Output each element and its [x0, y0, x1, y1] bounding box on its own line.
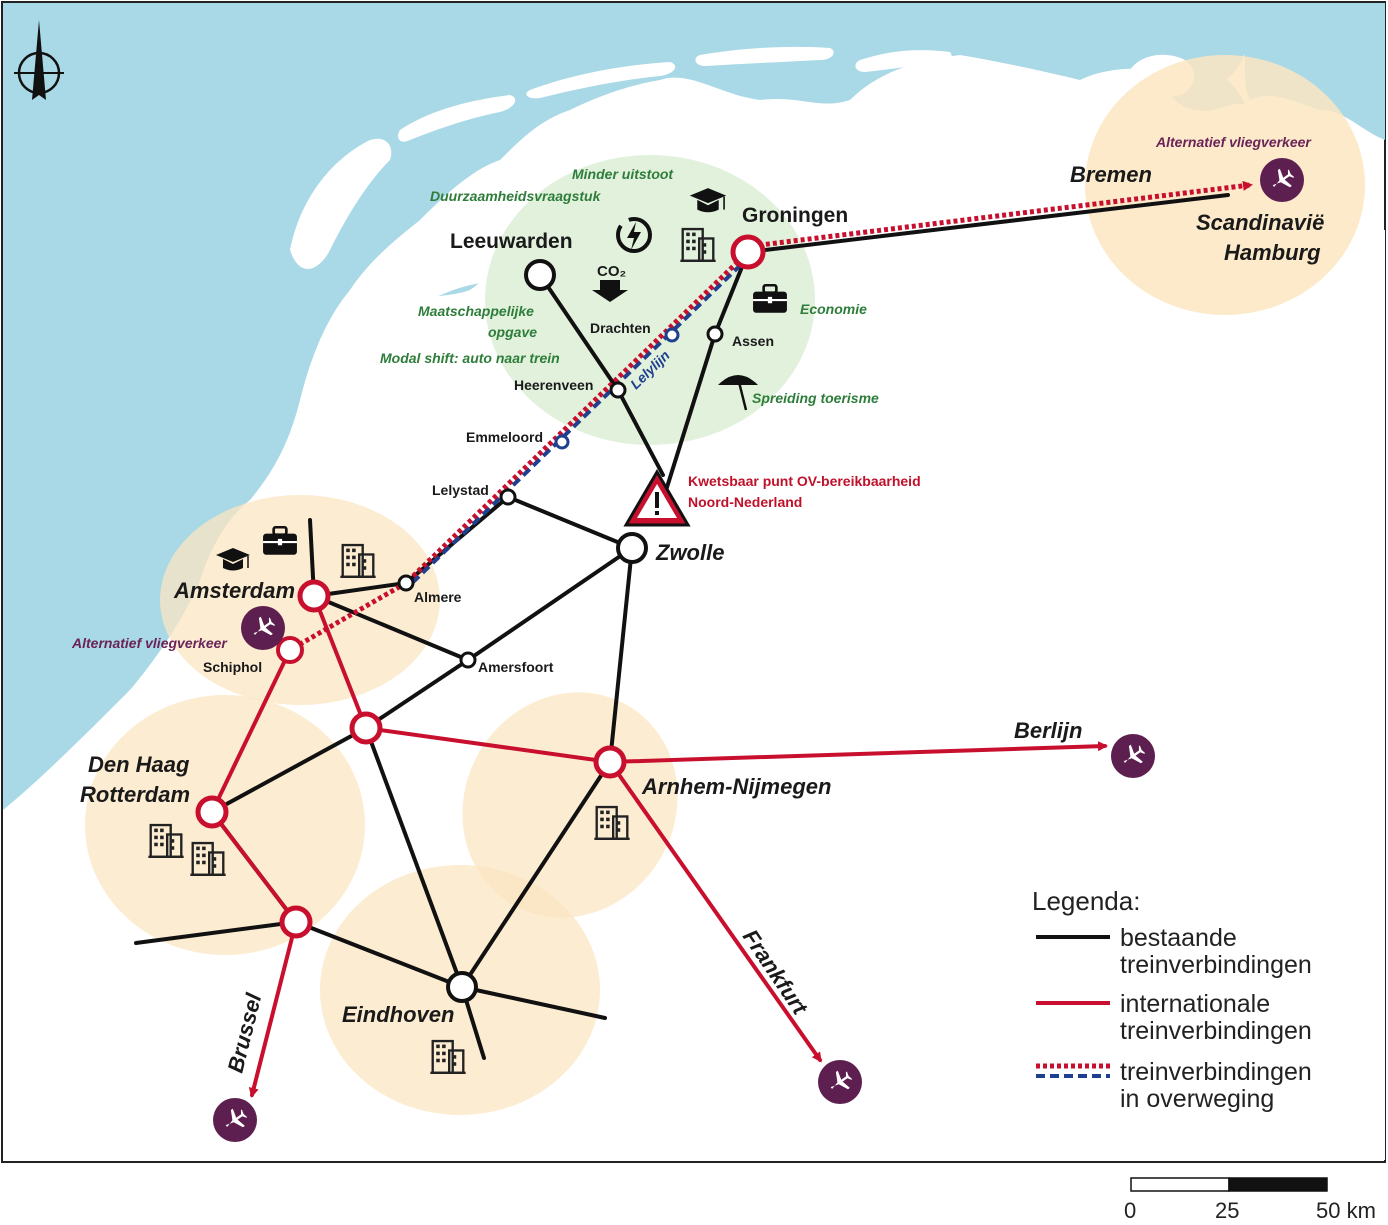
station-eindhoven	[446, 971, 478, 1003]
label-minder-uitstoot: Minder uitstoot	[572, 166, 674, 182]
umbrella-icon	[718, 375, 758, 411]
airplane-icon	[1260, 158, 1304, 202]
label-lelystad: Lelystad	[432, 482, 489, 498]
legend-considered-2: in overweging	[1120, 1085, 1274, 1113]
label-maatschappelijk-1: Maatschappelijke	[418, 303, 534, 319]
scale-label-end: 50 km	[1316, 1198, 1376, 1223]
label-maatschappelijk-2: opgave	[488, 324, 537, 340]
existing-rail-lines	[134, 193, 1230, 1060]
airplane-icon	[241, 606, 285, 650]
label-toerisme: Spreiding toerisme	[752, 390, 879, 406]
airplane-icon	[818, 1060, 862, 1104]
scale-segment-white	[1130, 1177, 1230, 1192]
label-bremen: Bremen	[1070, 162, 1152, 187]
label-groningen: Groningen	[742, 204, 848, 227]
label-emmeloord: Emmeloord	[466, 429, 543, 445]
station-drachten-lelylijn	[664, 327, 680, 343]
city-labels: Leeuwarden Groningen Zwolle Amsterdam De…	[80, 204, 848, 1027]
label-alt-air-schiphol: Alternatief vliegverkeer	[71, 635, 228, 651]
compass-icon	[14, 20, 64, 100]
airplane-icon	[213, 1098, 257, 1142]
station-almere	[397, 574, 415, 592]
label-amsterdam: Amsterdam	[173, 578, 295, 603]
stations	[195, 234, 766, 1003]
label-arnhem-nijmegen: Arnhem-Nijmegen	[641, 774, 831, 799]
label-schiphol: Schiphol	[203, 659, 262, 675]
label-duurzaamheid: Duurzaamheidsvraagstuk	[430, 188, 602, 204]
label-almere: Almere	[414, 589, 462, 605]
station-heerenveen	[609, 381, 627, 399]
label-berlijn: Berlijn	[1014, 718, 1082, 743]
label-warning-2: Noord-Nederland	[688, 494, 802, 510]
station-leeuwarden	[524, 259, 556, 291]
station-den-haag-rotterdam	[195, 795, 229, 829]
label-zwolle: Zwolle	[655, 540, 724, 565]
legend: Legenda: bestaande treinverbindingen int…	[1032, 886, 1312, 1113]
label-den-haag: Den Haag	[88, 752, 190, 777]
legend-existing-1: bestaande	[1120, 924, 1237, 952]
station-arnhem-nijmegen	[593, 745, 627, 779]
theme-labels: Minder uitstoot Duurzaamheidsvraagstuk C…	[380, 166, 879, 406]
north-zone	[485, 155, 815, 445]
station-breda	[279, 905, 313, 939]
randstad-south-zone	[85, 695, 365, 955]
warning-icon	[623, 469, 691, 527]
legend-existing-2: treinverbindingen	[1120, 951, 1312, 979]
influence-zones	[85, 55, 1365, 1115]
station-groningen	[730, 234, 766, 270]
label-drachten: Drachten	[590, 320, 651, 336]
legend-considered-1: treinverbindingen	[1120, 1058, 1312, 1086]
label-scandinavie: Scandinavië	[1196, 210, 1324, 235]
label-modal-shift: Modal shift: auto naar trein	[380, 350, 560, 366]
station-amsterdam	[297, 579, 331, 613]
legend-international-1: internationale	[1120, 990, 1270, 1018]
label-assen: Assen	[732, 333, 774, 349]
renewable-energy-icon	[616, 217, 652, 253]
station-utrecht	[349, 711, 383, 745]
co2-down-icon	[592, 280, 628, 302]
scale-label-zero: 0	[1124, 1198, 1136, 1223]
station-amersfoort	[459, 651, 477, 669]
scale-segment-black	[1228, 1177, 1328, 1192]
airports	[213, 158, 1304, 1142]
label-amersfoort: Amersfoort	[478, 659, 554, 675]
label-co2: CO₂	[597, 263, 626, 280]
label-eindhoven: Eindhoven	[342, 1002, 454, 1027]
considered-rail-lines	[288, 180, 1253, 653]
station-assen	[706, 325, 724, 343]
station-schiphol	[276, 636, 304, 664]
station-emmeloord	[554, 434, 570, 450]
station-zwolle	[616, 532, 648, 564]
scale-label-mid: 25	[1215, 1198, 1239, 1223]
airplane-icon	[1111, 734, 1155, 778]
label-alt-air-north: Alternatief vliegverkeer	[1155, 134, 1312, 150]
international-rail-lines	[210, 594, 1108, 1098]
scale-bar: 0 25 50 km	[1124, 1177, 1376, 1223]
label-leeuwarden: Leeuwarden	[450, 230, 573, 253]
label-economie: Economie	[800, 301, 867, 317]
map-icons	[148, 187, 788, 1074]
label-warning-1: Kwetsbaar punt OV-bereikbaarheid	[688, 473, 921, 489]
label-rotterdam: Rotterdam	[80, 782, 190, 807]
station-lelystad	[499, 488, 517, 506]
legend-title: Legenda:	[1032, 886, 1140, 916]
bremen-hamburg-zone	[1085, 55, 1365, 315]
label-heerenveen: Heerenveen	[514, 377, 593, 393]
label-hamburg: Hamburg	[1224, 240, 1321, 265]
legend-international-2: treinverbindingen	[1120, 1017, 1312, 1045]
